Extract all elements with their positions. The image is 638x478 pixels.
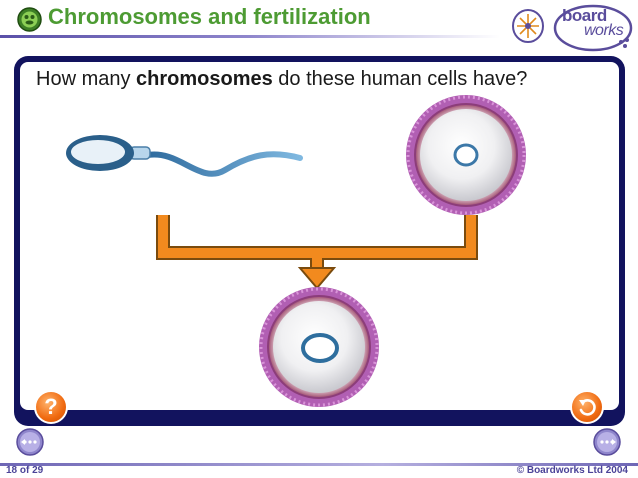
undo-button[interactable] (570, 390, 604, 424)
logo-text-board: board (562, 6, 607, 25)
previous-slide-button[interactable] (16, 428, 44, 456)
sperm-cell (66, 135, 303, 177)
logo-text-works: works (584, 22, 624, 39)
microscope-icon (17, 7, 42, 32)
egg-cell (406, 95, 526, 215)
page-number: 18 of 29 (6, 465, 44, 476)
question-keyword: chromosomes (136, 68, 273, 90)
header-divider (0, 35, 500, 38)
zygote-cell (259, 287, 379, 407)
fertilization-arrow (156, 215, 478, 290)
help-button[interactable]: ? (34, 390, 68, 424)
undo-icon (579, 399, 596, 416)
next-slide-button[interactable] (593, 428, 621, 456)
question-suffix: do these human cells have? (272, 68, 528, 90)
question-text: How many chromosomes do these human cell… (36, 68, 527, 91)
boardworks-logo (553, 4, 633, 52)
question-prefix: How many (36, 68, 137, 90)
copyright-text: © Boardworks Ltd 2004 (516, 465, 628, 476)
page-title: Chromosomes and fertilization (48, 4, 371, 29)
boardworks-star-icon (512, 9, 544, 43)
footer-divider (0, 463, 638, 466)
